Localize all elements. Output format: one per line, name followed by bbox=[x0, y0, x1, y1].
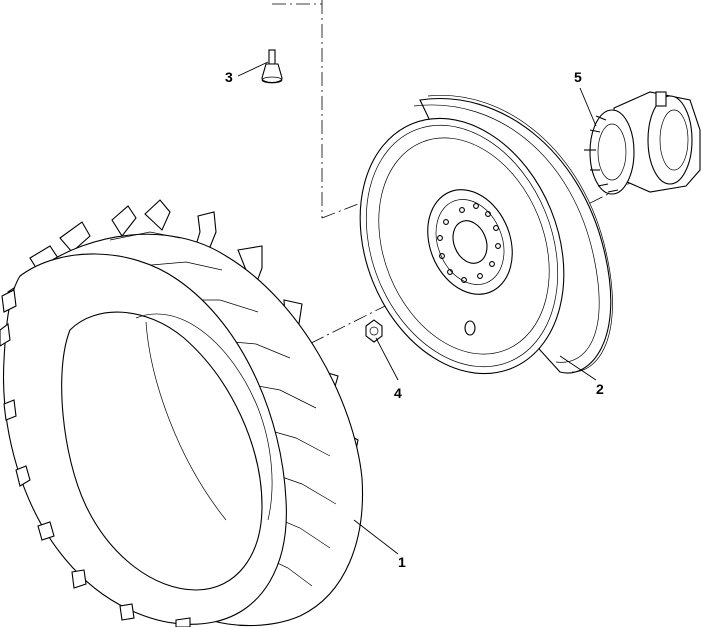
rim-front-flange-inner bbox=[365, 124, 559, 368]
callout-valve: 3 bbox=[225, 69, 233, 85]
valve-cap bbox=[268, 49, 276, 65]
rim-disc-edge bbox=[378, 137, 550, 355]
callout-tire: 1 bbox=[398, 554, 406, 570]
rim-valve-hole bbox=[464, 320, 476, 336]
hub-studs bbox=[584, 115, 619, 193]
rim-stud-holes bbox=[437, 203, 501, 283]
leader-rim bbox=[559, 355, 597, 381]
rim-back-flange-edge bbox=[427, 94, 613, 373]
leader-valve bbox=[237, 61, 269, 77]
leader-nut bbox=[375, 337, 399, 381]
hub-flange bbox=[589, 109, 635, 195]
hub-motor-end bbox=[647, 95, 693, 185]
hub bbox=[584, 91, 701, 195]
tire-bead-opening bbox=[61, 311, 263, 591]
leader-lines bbox=[237, 61, 597, 555]
tire-inner-liner-far bbox=[145, 321, 227, 521]
tire-inner-liner bbox=[135, 313, 273, 521]
tire bbox=[0, 199, 364, 627]
leader-tire bbox=[353, 519, 399, 555]
callouts: 3 5 4 2 1 bbox=[225, 69, 604, 570]
hub-port bbox=[655, 91, 667, 107]
leader-hub bbox=[579, 87, 597, 127]
callout-hub: 5 bbox=[574, 69, 582, 85]
valve-stem bbox=[261, 49, 283, 84]
valve-body bbox=[261, 63, 283, 84]
rim-center-bore bbox=[452, 220, 488, 264]
lug-nut bbox=[365, 319, 383, 343]
callout-nut: 4 bbox=[394, 385, 402, 401]
tire-sidewall-lugs bbox=[0, 289, 191, 627]
rim bbox=[359, 94, 613, 375]
callout-rim: 2 bbox=[596, 381, 604, 397]
rim-well bbox=[413, 104, 600, 363]
lug-nut-hex bbox=[365, 319, 383, 343]
